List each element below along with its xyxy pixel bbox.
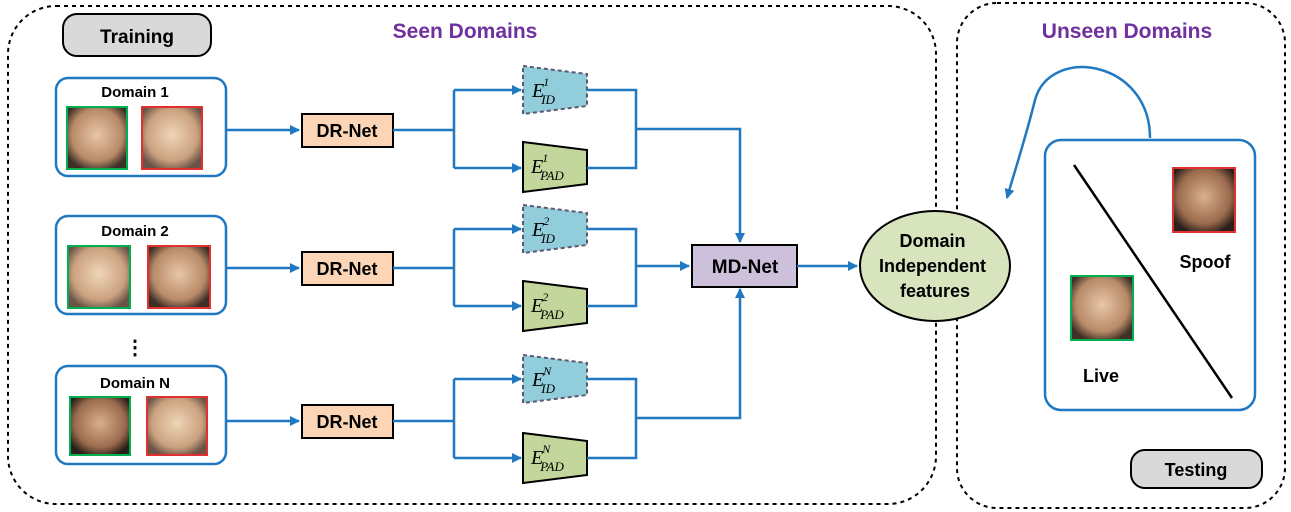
domain-ellipsis: ⋮ — [125, 337, 145, 359]
pad-encoder-2 — [522, 279, 588, 333]
features-line-2: Independent — [879, 256, 986, 276]
encoder-letter: E — [531, 80, 544, 102]
encoder-sub: ID — [540, 381, 555, 396]
pad-encoder-1 — [522, 140, 588, 194]
spoof-test-face — [1172, 167, 1236, 233]
encoder-sub: PAD — [539, 307, 564, 322]
encoder-sup: 2 — [543, 214, 549, 228]
features-line-3: features — [900, 281, 970, 301]
encoder-letter: E — [530, 295, 543, 317]
encoder-sup: 2 — [542, 290, 548, 304]
live-label: Live — [1083, 366, 1119, 386]
merge-1 — [587, 88, 745, 243]
id-encoder-n-label: EN ID — [531, 364, 556, 396]
seen-domains-title: Seen Domains — [393, 20, 538, 43]
encoder-letter: E — [531, 369, 544, 391]
feedback-arrow — [1004, 66, 1152, 199]
id-encoder-2 — [522, 203, 588, 255]
unseen-domains-title: Unseen Domains — [1042, 20, 1212, 43]
features-ellipse — [859, 210, 1011, 322]
encoder-letter: E — [530, 447, 543, 469]
encoder-sup: N — [541, 442, 551, 456]
fork-n — [393, 374, 522, 463]
dr-net-n-label: DR-Net — [317, 412, 378, 432]
encoder-sub: ID — [540, 92, 555, 107]
encoder-letter: E — [531, 219, 544, 241]
md-net-label: MD-Net — [712, 257, 779, 278]
pad-encoder-n-label: EN PAD — [530, 442, 564, 474]
domain-n-label: Domain N — [100, 375, 170, 392]
training-label: Training — [100, 27, 174, 48]
fork-1 — [393, 85, 522, 173]
spoof-face-1 — [141, 106, 203, 170]
testing-label-box — [1130, 449, 1263, 489]
encoder-sup: 1 — [542, 151, 548, 165]
md-net-box — [691, 244, 798, 288]
live-face-1 — [66, 106, 128, 170]
features-label: Domain Independent features — [879, 231, 991, 301]
pad-encoder-n — [522, 431, 588, 485]
spoof-face-2 — [147, 245, 211, 309]
training-label-box — [62, 13, 212, 57]
merge-n — [587, 288, 745, 460]
spoof-label: Spoof — [1180, 252, 1232, 272]
seen-domains-container — [7, 5, 937, 505]
encoder-letter: E — [530, 156, 543, 178]
live-test-face — [1070, 275, 1134, 341]
encoder-sup: N — [542, 364, 552, 378]
id-encoder-1 — [522, 64, 588, 116]
spoof-face-n — [146, 396, 208, 456]
encoder-sub: PAD — [539, 459, 564, 474]
dr-net-1-box — [301, 113, 394, 148]
merge-2 — [587, 227, 690, 308]
encoder-sup: 1 — [543, 75, 549, 89]
testing-label: Testing — [1165, 460, 1228, 480]
dr-net-1-label: DR-Net — [317, 121, 378, 141]
dr-net-2-label: DR-Net — [317, 259, 378, 279]
encoder-sub: ID — [540, 231, 555, 246]
dr-net-n-box — [301, 404, 394, 439]
live-face-2 — [67, 245, 131, 309]
encoder-sub: PAD — [539, 168, 564, 183]
domain-1-label: Domain 1 — [101, 84, 169, 101]
fork-2 — [393, 224, 522, 311]
domain-2-label: Domain 2 — [101, 223, 169, 240]
features-line-1: Domain — [899, 231, 965, 251]
live-face-n — [69, 396, 131, 456]
decision-boundary-line — [1072, 164, 1234, 399]
id-encoder-n — [522, 353, 588, 405]
